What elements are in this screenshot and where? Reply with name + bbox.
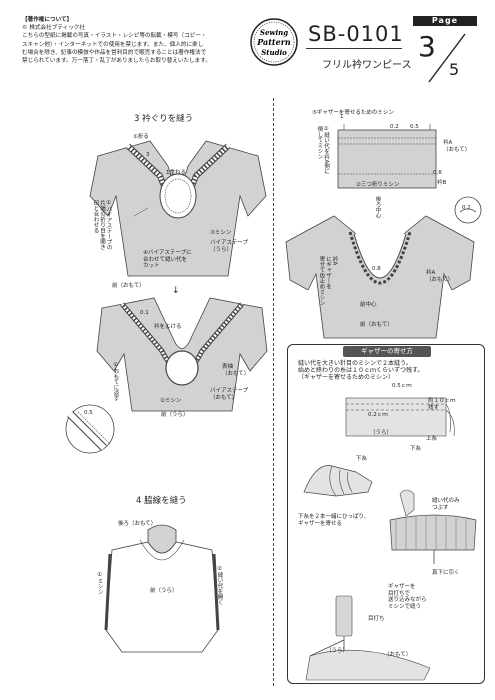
copyright-notice: 【著作権について】 © 株式会社ブティック社 こちらの型紙に掲載の写真・イラスト… — [22, 16, 237, 65]
label-sew-gather: ギャザーを 目打ちで 送り込みながら ミシンで縫う — [388, 584, 427, 610]
label-0-8: 0.8 — [433, 170, 442, 176]
label-open-allowance: ②縫い代を開く — [216, 566, 223, 605]
label-front-ura-2: 前（うら） — [150, 588, 178, 594]
label-omote: （おもて） — [384, 652, 412, 658]
label-front-omote: 前（おもて） — [112, 283, 145, 289]
page-current: 3 — [418, 30, 436, 63]
logo-line-3: Studio — [261, 48, 287, 57]
label-overlap: 1重ねる — [166, 170, 186, 176]
label-0-2: 0.2 — [390, 124, 399, 130]
arrow-down-icon: ↓ — [172, 286, 180, 296]
inset-detail-2 — [454, 196, 482, 224]
label-1: 1 — [340, 114, 344, 120]
gather-text-line: 始めと終わりの糸は１０ｃｍくらいずつ残す。 — [298, 367, 424, 375]
copyright-title: 【著作権について】 — [22, 17, 73, 23]
page-label: Page — [413, 16, 477, 26]
label-leave-10cm: 約１０ｃｍ 残す — [428, 398, 456, 411]
label-fold: ①折る — [133, 134, 149, 140]
label-0-5cm: 0.5ｃｍ — [392, 383, 412, 389]
collar-a-strip-illustration — [337, 124, 437, 189]
label-gather-machine: ⑤ギャザーを寄せるためのミシン — [312, 110, 394, 116]
label-0-2cm: 0.2ｃｍ — [368, 412, 388, 418]
label-pull-threads: 下糸を２本一緒にひっぱり、 ギャザーを寄せる — [298, 514, 370, 527]
copyright-line: こちらの型紙に掲載の写真・イラスト・レシピ等の転載・模写（コピー・ — [22, 33, 207, 40]
label-bias-tape-ura: バイアステープ （うら） — [210, 240, 249, 253]
label-bias-tape-omote: バイアステープ （おもて） — [210, 388, 249, 401]
pattern-code: SB-0101 — [308, 22, 404, 46]
label-pull-down: 真下に引く — [432, 570, 460, 576]
label-0-5: 0.5 — [84, 410, 93, 416]
label-back-omote: 後ろ（おもて） — [118, 521, 157, 527]
copyright-company: © 株式会社ブティック社 — [22, 25, 85, 32]
label-upper-thread: 上糸 — [426, 436, 438, 442]
label-fold-allowance: ①縫い代を衿A側に 倒してミシン — [316, 126, 330, 175]
label-lower-thread: 下糸 — [410, 446, 422, 452]
label-crush-allowance: 縫い代のみ つぶす — [432, 498, 460, 511]
gather-how-to-box — [287, 344, 485, 684]
label-awl: 目打ち — [368, 616, 385, 622]
gather-text-line: 縫い代を大きい針目のミシンで２本縫う。 — [298, 360, 412, 367]
label-fold-front: ①おもてに返す — [112, 362, 119, 401]
gather-press-illustration — [389, 489, 477, 564]
label-collar-up: 衿をよける — [154, 324, 182, 330]
label-ura: （うら） — [370, 430, 393, 436]
label-tri-fold: ②三つ折りミシン — [356, 182, 400, 188]
copyright-line: スキャン他）・インターネットでの使用を禁じます。また、個人的に楽し — [22, 41, 204, 48]
label-0-1: 0.1 — [140, 310, 149, 316]
copyright-line: む場合を除き、記事の模倣や作品を営利目的で販売することは著作権法で — [22, 49, 207, 56]
label-0-8-b: 0.8 — [372, 266, 381, 272]
gather-instructions: 縫い代を大きい針目のミシンで２本縫う。 始めと終わりの糸は１０ｃｍくらいずつ残す… — [298, 360, 478, 382]
gather-sewing-machine-illustration — [305, 595, 431, 681]
label-bias-align: ①バイアステープの 片端の折り目を開き 印と合わせる — [92, 200, 112, 250]
label-gather-collar: 衿A にギャザーを 寄せて仮止めミシン — [318, 256, 338, 306]
label-front-center: 前中心 — [360, 302, 377, 308]
section-4-title: 4 脇線を縫う — [136, 496, 187, 506]
label-cut: ④バイアステープに 合わせて縫い代を カット — [143, 250, 192, 269]
label-sew-2: ②ミシン — [160, 398, 182, 404]
label-front-ura: 前（うら） — [161, 412, 189, 418]
logo-line-1: Sewing — [260, 28, 288, 37]
inset-detail-1 — [65, 404, 115, 454]
logo-line-2: Pattern — [256, 37, 291, 47]
label-ura-2: （うら） — [326, 648, 349, 654]
collar-illustration-1 — [89, 140, 267, 277]
collar-illustration-2 — [96, 297, 268, 412]
label-num3: 3 — [146, 152, 150, 158]
label-inset-0-2: 0.2 — [462, 205, 471, 211]
label-collar-a-omote: 衿A （おもて） — [443, 140, 471, 153]
front-bodice-gather-illustration — [285, 215, 475, 339]
column-divider — [273, 98, 274, 686]
label-lower-thread-2: 下糸 — [356, 456, 368, 462]
gather-text-line: （ギャザーを寄せるためのミシン） — [298, 374, 395, 382]
page-total: 5 — [449, 60, 460, 79]
sewing-pattern-studio-logo: Sewing Pattern Studio — [250, 18, 298, 66]
label-collar-a-omote-2: 衿A （おもて） — [426, 270, 454, 283]
gather-header: ギャザーの寄せ方 — [343, 346, 431, 357]
label-sleeve: 表袖 （おもて） — [222, 364, 250, 377]
pattern-title: フリル衿ワンピース — [322, 60, 412, 71]
label-0-5-right: 0.5 — [410, 124, 419, 130]
label-back-center: 後ろ中心 — [374, 196, 381, 218]
label-collar-b: 衿B — [437, 180, 447, 186]
label-sew-1: ①ミシン — [96, 572, 103, 595]
label-sew-3: ③ミシン — [210, 230, 232, 236]
side-seam-illustration — [104, 524, 220, 653]
copyright-line: 禁じられています。万一落丁・乱丁がありましたらお取り替えいたします。 — [22, 58, 211, 65]
page-indicator-frame — [428, 33, 466, 83]
section-3-title: 3 衿ぐりを縫う — [134, 114, 194, 124]
gather-pull-illustration — [303, 465, 373, 497]
label-front-omote-right: 前（おもて） — [360, 322, 393, 328]
header-divider — [306, 48, 402, 49]
gather-stitch-illustration — [345, 397, 455, 437]
